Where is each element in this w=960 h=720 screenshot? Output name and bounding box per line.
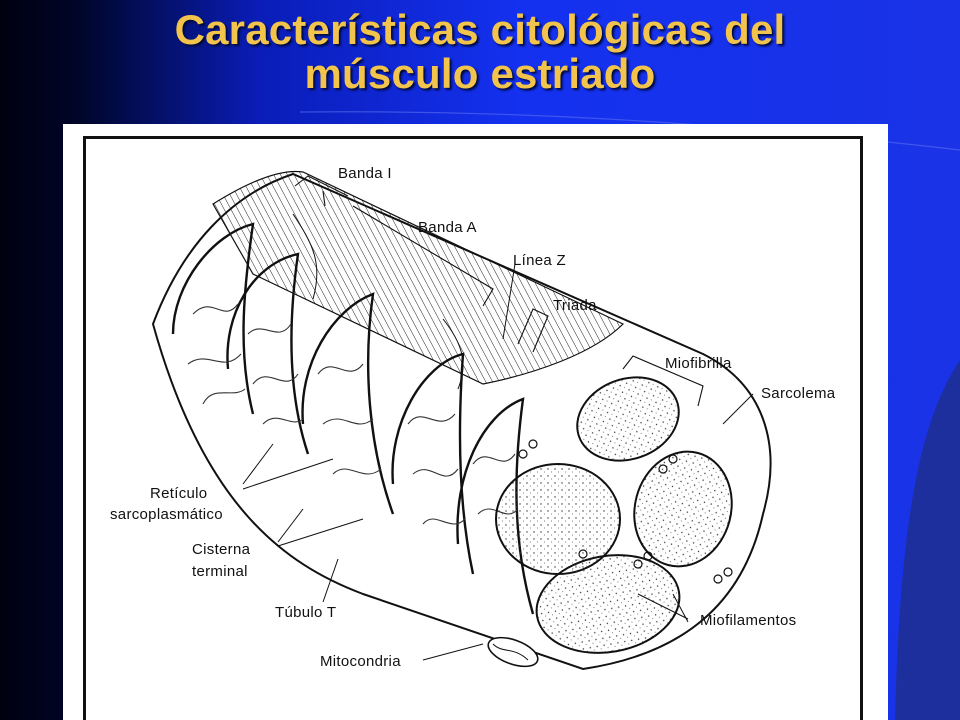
miofibrilla-bracket	[622, 355, 704, 407]
reticulum-ring-1	[171, 222, 255, 415]
slide-title-line-2: músculo estriado	[304, 50, 656, 97]
label-banda-i: Banda I	[338, 165, 392, 182]
triada-bracket	[517, 308, 549, 353]
banda-a-bracket	[352, 205, 494, 307]
slide-title: Características citológicas del músculo …	[60, 8, 900, 96]
banda-i-bracket	[294, 175, 349, 207]
label-cisterna-line-2: terminal	[192, 563, 248, 580]
label-cisterna-line-1: Cisterna	[192, 541, 251, 558]
reticulum-ring-4	[391, 352, 475, 575]
figure-frame	[83, 136, 863, 720]
myofibril-section-1	[576, 376, 680, 462]
label-mitocondria: Mitocondria	[320, 653, 401, 670]
slide-title-line-1: Características citológicas del	[174, 6, 786, 53]
myofibril-section-4	[535, 554, 681, 654]
label-linea-z: Línea Z	[513, 252, 566, 269]
muscle-fiber-illustration	[151, 170, 772, 671]
figure-panel: Banda I Banda A Línea Z Triada Miofibril…	[63, 124, 888, 720]
label-reticulo-line-1: Retículo	[150, 485, 208, 502]
label-sarcolema: Sarcolema	[761, 385, 836, 402]
myofibril-bundle-top	[212, 170, 625, 385]
label-miofilamentos: Miofilamentos	[700, 612, 797, 629]
reticulum-ring-3	[301, 292, 395, 515]
myofibril-section-3	[633, 450, 733, 568]
reticulum-ring-2	[226, 252, 310, 455]
label-miofibrilla: Miofibrilla	[665, 355, 732, 372]
label-tubulo-t: Túbulo T	[275, 604, 337, 621]
label-reticulo-line-2: sarcoplasmático	[110, 506, 223, 523]
label-banda-a: Banda A	[418, 219, 477, 236]
label-triada: Triada	[553, 297, 597, 314]
mitochondrion	[487, 636, 539, 668]
